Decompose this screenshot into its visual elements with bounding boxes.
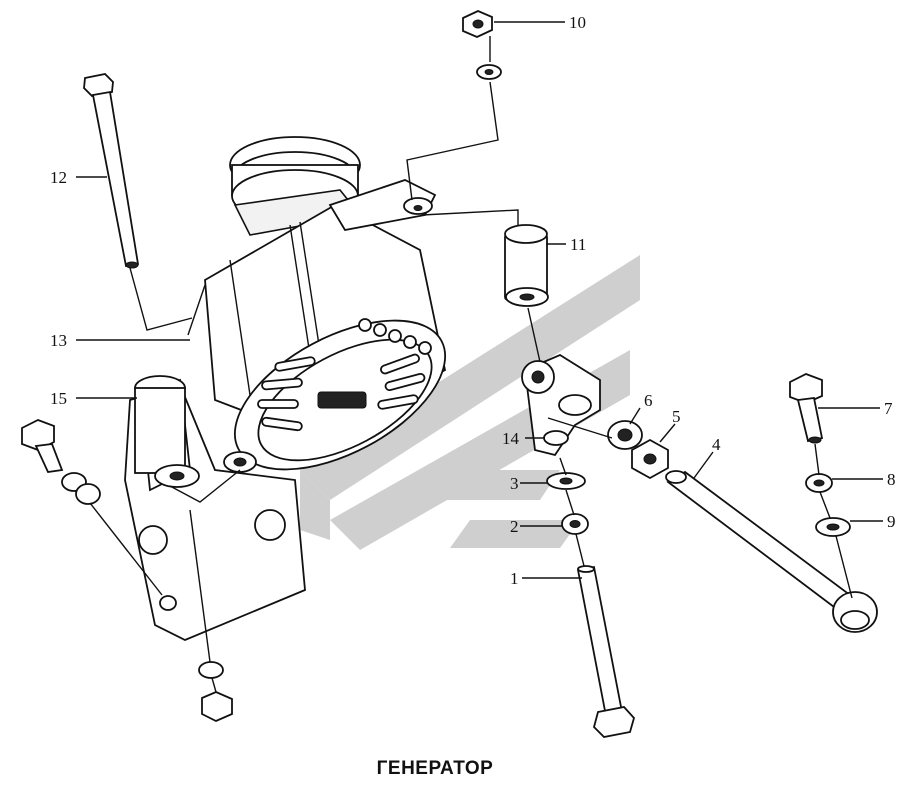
callout-9: 9 [887,512,896,531]
callout-5: 5 [672,407,681,426]
tension-bracket-14 [521,353,601,457]
vent-slots [257,353,426,432]
assembly-lines [89,36,853,693]
callout-2: 2 [510,517,519,536]
callouts: 10 12 11 13 15 6 5 7 14 4 8 3 9 2 1 [50,13,896,588]
spacer-11 [504,224,549,307]
callout-10: 10 [569,13,586,32]
bolt-12 [83,73,140,269]
callout-15: 15 [50,389,67,408]
callout-1: 1 [510,569,519,588]
nut-lower [201,691,233,722]
callout-6: 6 [644,391,653,410]
diagram-caption: ГЕНЕРАТОР [376,758,494,779]
bolt-7 [789,373,824,444]
adjusting-rod-4 [665,470,878,633]
bolt-1 [576,565,636,738]
callout-13: 13 [50,331,67,350]
callout-7: 7 [884,399,893,418]
alternator-body [187,136,447,473]
callout-11: 11 [570,235,586,254]
callout-4: 4 [712,435,721,454]
nut-10 [462,10,502,80]
callout-14: 14 [502,429,520,448]
bolt-lower-left [21,419,101,505]
callout-3: 3 [510,474,519,493]
callout-8: 8 [887,470,896,489]
callout-12: 12 [50,168,67,187]
lower-bracket [124,375,306,641]
lock-washer-lower [198,661,224,679]
